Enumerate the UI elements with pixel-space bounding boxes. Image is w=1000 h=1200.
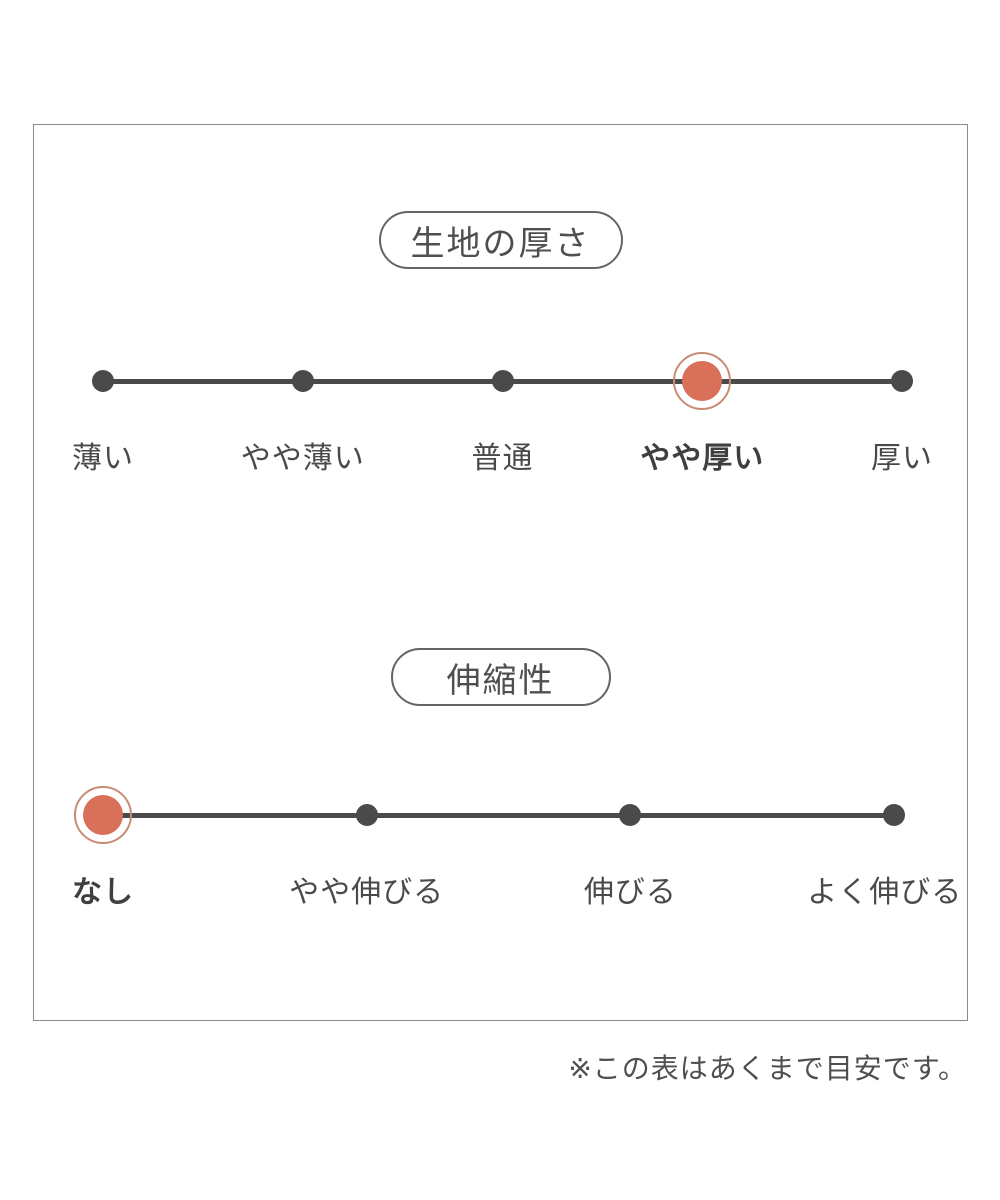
disclaimer-note: ※この表はあくまで目安です。 — [568, 1052, 967, 1085]
selected-dot-icon — [74, 786, 132, 844]
scale-label: よく伸びる — [807, 875, 963, 910]
dot-icon — [92, 370, 114, 392]
rating-scale-stretch: なし やや伸びる 伸びる よく伸びる — [72, 785, 961, 935]
scale-title-badge-thickness: 生地の厚さ — [378, 211, 623, 269]
scale-label: 伸びる — [583, 875, 677, 910]
scale-title-thickness: 生地の厚さ — [410, 223, 591, 264]
scale-label: 厚い — [871, 441, 933, 476]
scale-label: なし — [72, 875, 134, 910]
scale-label: やや伸びる — [289, 875, 445, 910]
dot-icon — [891, 370, 913, 392]
scale-label: 薄い — [72, 441, 134, 476]
scale-title-badge-stretch: 伸縮性 — [390, 648, 611, 706]
rating-scale-thickness: 薄い やや薄い 普通 やや厚い 厚い — [72, 351, 932, 501]
scale-label: 普通 — [471, 441, 534, 476]
scale-title-stretch: 伸縮性 — [446, 660, 555, 701]
scale-label: やや厚い — [640, 441, 765, 476]
selected-dot-icon — [673, 352, 732, 410]
dot-icon — [291, 370, 314, 392]
scale-label: やや薄い — [240, 441, 365, 476]
scale-track — [103, 812, 894, 818]
dot-icon — [355, 804, 378, 826]
dot-icon — [883, 804, 905, 826]
spec-chart-frame: 生地の厚さ 薄い やや薄い 普通 やや厚い 厚い 伸縮性 なし やや伸びる 伸びる よく伸びる — [33, 124, 968, 1021]
dot-icon — [619, 804, 642, 826]
dot-icon — [491, 370, 514, 392]
